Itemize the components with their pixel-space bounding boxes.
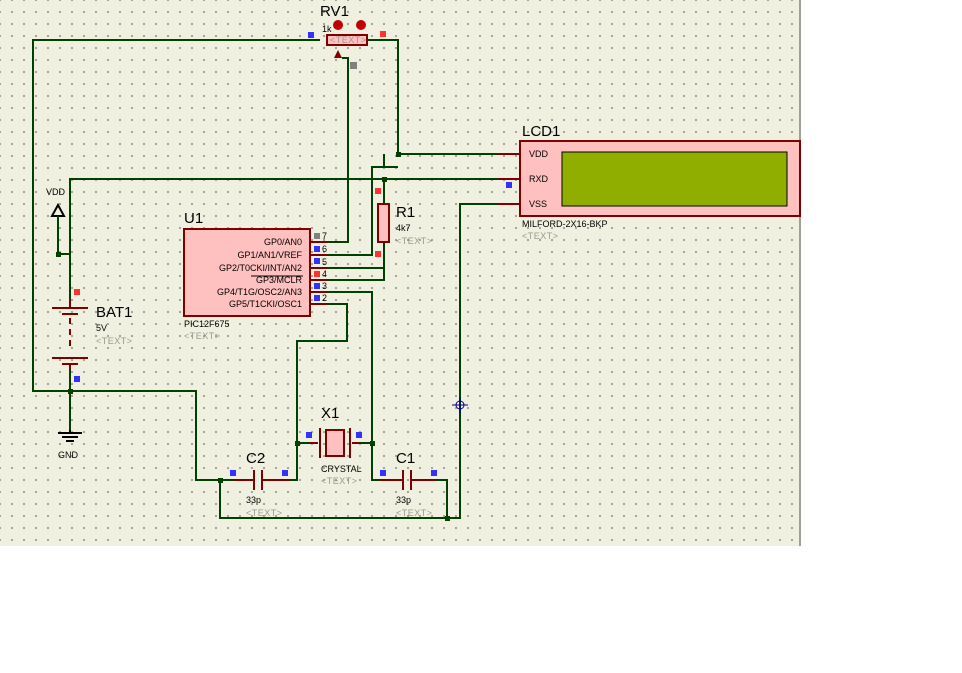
rv1-value: 1k [322,24,332,34]
crosshair-cursor-icon [452,397,468,413]
lcd1-pin-rxd: RXD [529,174,549,184]
junctions [56,152,450,521]
junction-dot [396,152,401,157]
wire [371,443,380,481]
x1-pin [306,432,312,438]
wire [312,291,373,444]
u1-text: <TEXT> [184,331,221,341]
u1-pin-name: GP3/MCLR [255,275,302,285]
u1-pin-name: GP1/AN1/VREF [237,250,302,260]
junction-dot [370,441,375,446]
gnd-label: GND [58,450,78,460]
x1-ref[interactable]: X1 [321,405,340,422]
wire [312,57,349,243]
u1-pin-name: GP4/T1G/OSC2/AN3 [216,287,302,297]
junction-dot [295,441,300,446]
wire [289,443,298,481]
gnd-terminal[interactable] [58,430,82,442]
x1-pin [356,432,362,438]
wires [32,39,520,519]
x1-value: CRYSTAL [321,464,362,474]
u1-pin-name: GP2/T0CKI/INT/AN2 [218,263,302,273]
wire [312,242,385,281]
c2-text: <TEXT> [246,508,283,518]
wire [32,39,320,392]
c1-ref[interactable]: C1 [396,450,416,467]
wire [447,203,520,519]
r1-ref[interactable]: R1 [396,204,416,221]
c2-value: 33p [246,495,262,505]
bat1-ref[interactable]: BAT1 [96,304,133,321]
wire [436,479,448,518]
u1-pin-number: 7 [322,231,328,241]
c1-pin [380,470,386,476]
wire [367,39,520,155]
c2-capacitor[interactable] [233,470,289,490]
c1-capacitor[interactable] [380,470,436,490]
lcd1-part: MILFORD-2X16-BKP [522,219,608,229]
vdd-terminal[interactable] [50,202,66,254]
wire [70,390,447,519]
rv1-text: <TEXT> [330,35,367,45]
rv1-ref[interactable]: RV1 [320,3,349,20]
u1-pin-number: 5 [322,257,328,267]
lcd1-pin-vdd: VDD [529,149,549,159]
lcd1-text: <TEXT> [522,231,559,241]
bat1-pin-plus [74,289,80,295]
junction-dot [445,516,450,521]
c2-ref[interactable]: C2 [246,450,266,467]
sheet-border [799,0,801,546]
u1-part: PIC12F675 [184,319,230,329]
c1-pin [431,470,437,476]
r1-resistor[interactable] [375,188,390,257]
junction-dot [56,252,61,257]
lcd1-display[interactable] [498,140,801,217]
c2-pin [230,470,236,476]
lcd1-ref[interactable]: LCD1 [522,123,561,140]
junction-dot [382,177,387,182]
u1-pin-number: 6 [322,244,328,254]
schematic-sheet[interactable] [0,0,800,546]
rv1-potentiometer[interactable] [308,20,386,69]
u1-pin-number: 3 [322,281,328,291]
bat1-value: 5V [96,323,108,333]
x1-crystal[interactable] [310,428,360,458]
u1-pin-number: 4 [322,269,328,279]
c2-pin [282,470,288,476]
vdd-label: VDD [46,187,66,197]
bat1-battery[interactable] [52,300,88,370]
bat1-text: <TEXT> [96,336,133,346]
wire [296,303,348,444]
u1-pin-name: GP5/T1CKI/OSC1 [228,299,302,309]
junction-dot [68,389,73,394]
u1-ref[interactable]: U1 [184,210,204,227]
u1-microcontroller[interactable] [183,228,328,317]
c1-value: 33p [396,495,412,505]
bat1-pin-minus [74,376,80,382]
u1-pin-number: 2 [322,293,328,303]
x1-text: <TEXT> [321,476,358,486]
c1-text: <TEXT> [396,508,433,518]
u1-pin-name: GP0/AN0 [263,237,302,247]
junction-dot [218,478,223,483]
lcd1-pin-vss: VSS [529,199,548,209]
r1-text: <TEXT> [396,236,433,246]
r1-value: 4k7 [396,223,411,233]
